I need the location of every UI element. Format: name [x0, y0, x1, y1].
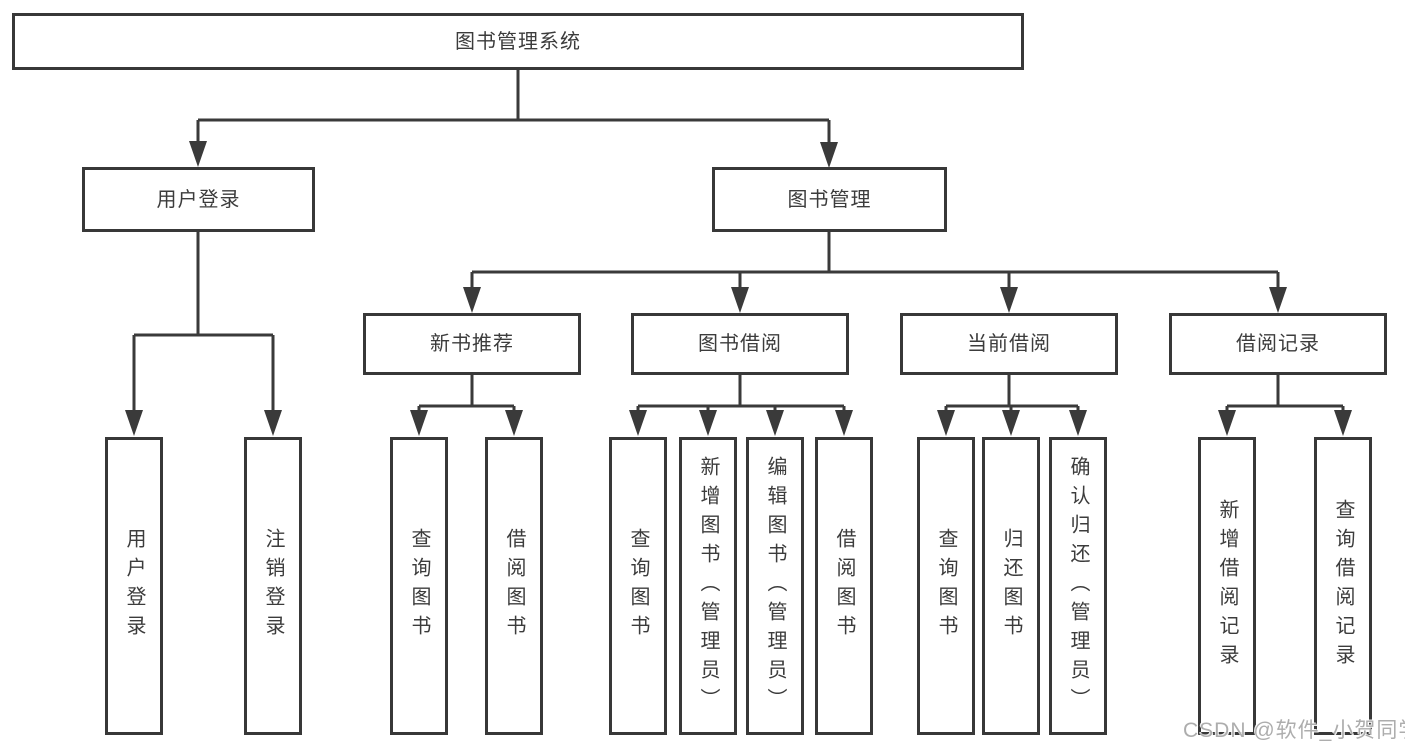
node-borrowing-records: 借阅记录 [1169, 313, 1387, 375]
node-current-borrowing: 当前借阅 [900, 313, 1118, 375]
node-label: 查询图书 [627, 528, 649, 644]
node-search-books-borrowing: 查询图书 [609, 437, 667, 735]
node-label: 查询图书 [935, 528, 957, 644]
arrowhead [699, 410, 717, 436]
node-label: 新增借阅记录 [1216, 499, 1238, 673]
arrowhead [1000, 287, 1018, 313]
node-label: 新书推荐 [430, 333, 514, 355]
node-user-login: 用户登录 [82, 167, 315, 232]
node-book-management: 图书管理 [712, 167, 947, 232]
node-user-login-leaf: 用户登录 [105, 437, 163, 735]
arrowhead [1269, 287, 1287, 313]
node-confirm-return-admin: 确认归还（管理员） [1049, 437, 1107, 735]
node-label: 借阅图书 [833, 528, 855, 644]
node-label: 图书管理 [787, 188, 872, 211]
arrowhead [629, 410, 647, 436]
arrowhead [1069, 410, 1087, 436]
node-label: 确认归还（管理员） [1067, 455, 1089, 717]
node-label: 注销登录 [262, 528, 284, 644]
arrowhead [820, 142, 838, 168]
node-borrow-books-leaf: 借阅图书 [815, 437, 873, 735]
arrowhead [937, 410, 955, 436]
csdn-watermark: CSDN @软件_小贺同学 [1183, 719, 1405, 742]
arrowhead [1334, 410, 1352, 436]
node-label: 查询借阅记录 [1332, 499, 1354, 673]
node-label: 借阅记录 [1236, 333, 1320, 355]
arrowhead [835, 410, 853, 436]
node-borrow-books-recommend: 借阅图书 [485, 437, 543, 735]
node-return-books: 归还图书 [982, 437, 1040, 735]
node-logout-leaf: 注销登录 [244, 437, 302, 735]
arrowhead [505, 410, 523, 436]
arrowhead [1218, 410, 1236, 436]
node-label: 图书管理系统 [455, 30, 581, 53]
arrowhead [463, 287, 481, 313]
arrowhead [125, 410, 143, 436]
node-label: 用户登录 [156, 188, 241, 211]
node-search-borrow-record: 查询借阅记录 [1314, 437, 1372, 735]
node-label: 借阅图书 [503, 528, 525, 644]
node-label: 用户登录 [123, 528, 145, 644]
arrowhead [410, 410, 428, 436]
node-search-books-current: 查询图书 [917, 437, 975, 735]
node-label: 图书借阅 [698, 333, 782, 355]
node-label: 当前借阅 [967, 333, 1051, 355]
arrowhead [264, 410, 282, 436]
arrowhead [189, 141, 207, 167]
node-label: 新增图书（管理员） [697, 455, 719, 717]
arrowhead [1002, 410, 1020, 436]
node-label: 编辑图书（管理员） [764, 455, 786, 717]
node-label: 查询图书 [408, 528, 430, 644]
node-add-book-admin: 新增图书（管理员） [679, 437, 737, 735]
arrowhead [731, 287, 749, 313]
node-edit-book-admin: 编辑图书（管理员） [746, 437, 804, 735]
node-book-borrowing: 图书借阅 [631, 313, 849, 375]
node-add-borrow-record: 新增借阅记录 [1198, 437, 1256, 735]
arrowhead [766, 410, 784, 436]
node-new-book-recommendation: 新书推荐 [363, 313, 581, 375]
node-label: 归还图书 [1000, 528, 1022, 644]
node-library-management-system: 图书管理系统 [12, 13, 1024, 70]
node-search-books-recommend: 查询图书 [390, 437, 448, 735]
